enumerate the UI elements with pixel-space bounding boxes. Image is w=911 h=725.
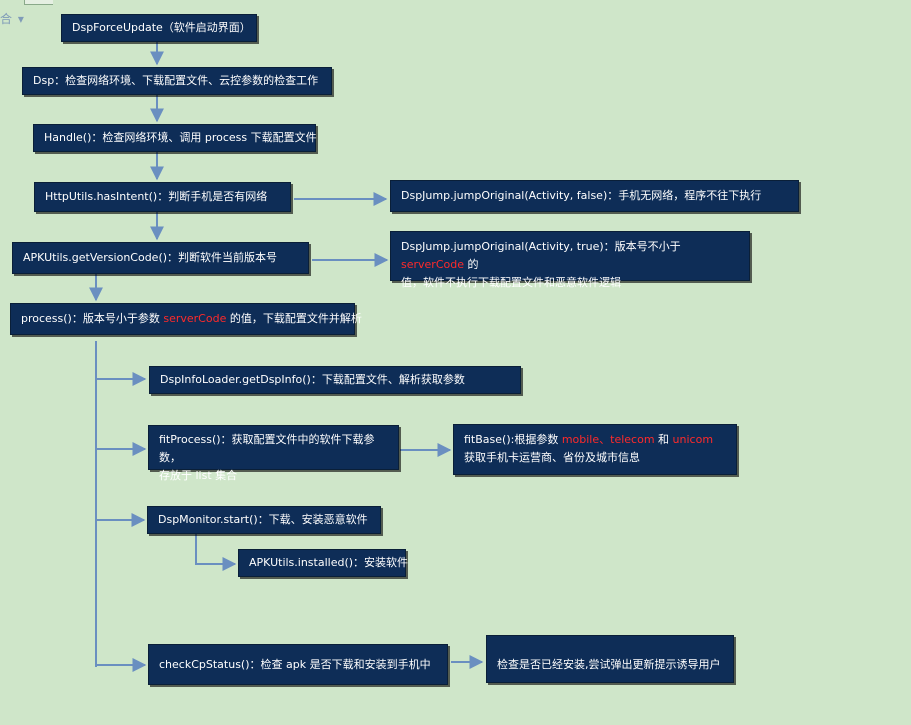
node-fit-base-line1: fitBase():根据参数 mobile、telecom 和 unicom xyxy=(464,431,726,449)
node-dsp-force-update: DspForceUpdate（软件启动界面） xyxy=(61,14,257,42)
corner-mark: 合 ▾ xyxy=(0,12,25,26)
node-jump-version-ok-line1: DspJump.jumpOriginal(Activity, true)：版本号… xyxy=(401,238,739,274)
node-dsp-label: Dsp：检查网络环境、下载配置文件、云控参数的检查工作 xyxy=(33,74,319,87)
process-highlight: serverCode xyxy=(163,312,227,325)
jump-version-ok-text-post: 的 xyxy=(463,258,479,271)
jump-version-ok-text-pre: DspJump.jumpOriginal(Activity, true)：版本号… xyxy=(401,240,681,253)
node-jump-version-ok: DspJump.jumpOriginal(Activity, true)：版本号… xyxy=(390,231,750,289)
window-top-tab xyxy=(24,0,53,5)
node-monitor-start-label: DspMonitor.start()：下载、安装恶意软件 xyxy=(158,513,368,526)
process-text-pre: process()：版本号小于参数 xyxy=(21,312,164,325)
node-fit-process-line1: fitProcess()：获取配置文件中的软件下载参数， xyxy=(159,433,375,464)
jump-version-ok-highlight: serverCode xyxy=(401,258,464,271)
node-get-version-code: APKUtils.getVersionCode()：判断软件当前版本号 xyxy=(12,242,309,274)
node-handle-label: Handle()：检查网络环境、调用 process 下载配置文件 xyxy=(44,131,317,144)
node-get-dsp-info-label: DspInfoLoader.getDspInfo()：下载配置文件、解析获取参数 xyxy=(160,373,465,386)
node-fit-base: fitBase():根据参数 mobile、telecom 和 unicom 获… xyxy=(453,424,737,475)
node-monitor-start: DspMonitor.start()：下载、安装恶意软件 xyxy=(147,506,381,534)
fit-base-text-pre: fitBase():根据参数 xyxy=(464,433,562,446)
node-fit-process: fitProcess()：获取配置文件中的软件下载参数， 存放于 list 集合 xyxy=(148,425,399,482)
node-fit-base-line2: 获取手机卡运营商、省份及城市信息 xyxy=(464,451,640,464)
node-jump-no-network-label: DspJump.jumpOriginal(Activity, false)：手机… xyxy=(401,189,762,202)
node-check-cp-status-label: checkCpStatus()：检查 apk 是否下载和安装到手机中 xyxy=(159,657,431,671)
fit-base-highlight-mobile: mobile xyxy=(561,433,600,446)
node-process-label: process()：版本号小于参数 serverCode 的值，下载配置文件并解… xyxy=(21,310,362,328)
fit-base-highlight-unicom: unicom xyxy=(672,433,714,446)
node-dsp: Dsp：检查网络环境、下载配置文件、云控参数的检查工作 xyxy=(22,67,332,95)
connector-monitor-to-installed xyxy=(195,534,237,571)
node-has-intent: HttpUtils.hasIntent()：判断手机是否有网络 xyxy=(34,182,291,212)
node-jump-no-network: DspJump.jumpOriginal(Activity, false)：手机… xyxy=(390,180,799,212)
node-fit-process-line2: 存放于 list 集合 xyxy=(159,469,238,482)
node-dsp-force-update-label: DspForceUpdate（软件启动界面） xyxy=(72,21,251,34)
node-apk-installed-label: APKUtils.installed()：安装软件 xyxy=(249,556,409,569)
node-get-version-code-label: APKUtils.getVersionCode()：判断软件当前版本号 xyxy=(23,251,278,264)
node-check-result-label: 检查是否已经安装,尝试弹出更新提示诱导用户 xyxy=(497,658,721,671)
node-jump-version-ok-line2: 值，软件不执行下载配置文件和恶意软件逻辑 xyxy=(401,276,621,289)
fit-base-separator: 、 xyxy=(599,433,611,446)
fit-base-text-and: 和 xyxy=(654,433,673,446)
node-check-cp-status: checkCpStatus()：检查 apk 是否下载和安装到手机中 xyxy=(148,644,448,685)
node-check-result: 检查是否已经安装,尝试弹出更新提示诱导用户 xyxy=(486,635,734,683)
fit-base-highlight-telecom: telecom xyxy=(610,433,655,446)
process-text-post: 的值，下载配置文件并解析 xyxy=(226,312,362,325)
node-get-dsp-info: DspInfoLoader.getDspInfo()：下载配置文件、解析获取参数 xyxy=(149,366,521,394)
node-process: process()：版本号小于参数 serverCode 的值，下载配置文件并解… xyxy=(10,303,362,335)
node-apk-installed: APKUtils.installed()：安装软件 xyxy=(238,549,409,577)
node-has-intent-label: HttpUtils.hasIntent()：判断手机是否有网络 xyxy=(45,190,268,203)
node-handle: Handle()：检查网络环境、调用 process 下载配置文件 xyxy=(33,124,317,152)
